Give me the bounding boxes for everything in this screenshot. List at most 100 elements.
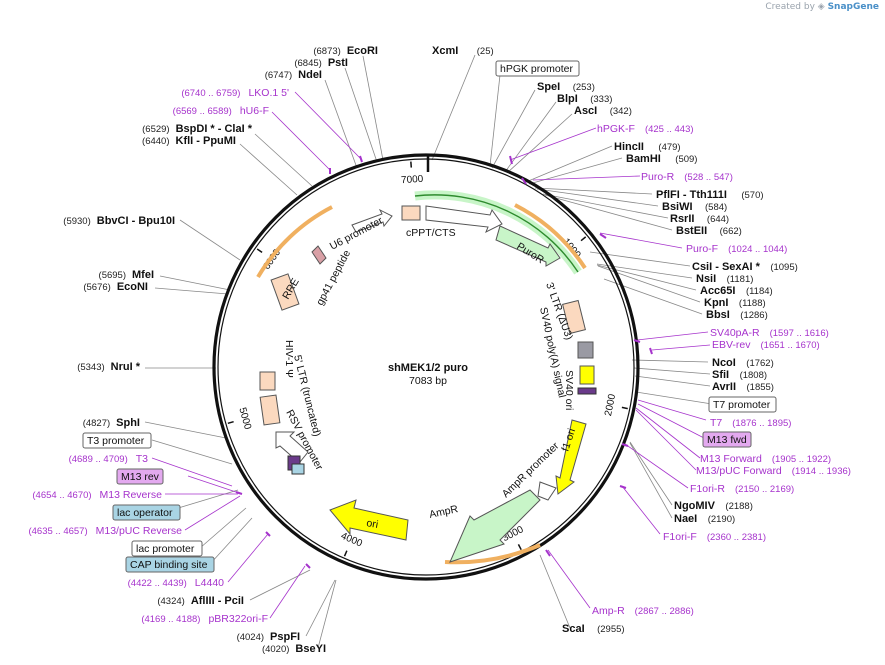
t3-promoter-box [82, 432, 152, 449]
primer-puro-r: Puro-R(528 .. 547) [641, 171, 733, 183]
rsv-promoter-arrow [275, 431, 309, 463]
leader-bsiwi [536, 188, 659, 207]
leader-bseyi [317, 579, 337, 649]
leader-lac-promoter [199, 507, 247, 549]
cppt-arrow [425, 205, 503, 234]
primer-m13-reverse: (4654 .. 4670)M13 Reverse [32, 489, 162, 501]
primer-pbr322ori-f: (4169 .. 4188)pBR322ori-F [141, 613, 268, 625]
leader-ncoi [631, 359, 709, 363]
enzyme-spei: SpeI (253) [537, 77, 595, 94]
leader-sfii [633, 367, 711, 375]
enzyme-sphi: (4827)SphI [83, 417, 140, 429]
leader-pbr322ori-f [269, 565, 306, 619]
leader-sv40pa-r [636, 331, 709, 341]
enzyme-bsteii: BstEII (662) [676, 221, 742, 238]
enzyme-asci: AscI (342) [574, 101, 632, 118]
enzyme-bsiwi: BsiWI (584) [662, 197, 727, 214]
leader-m13rev [187, 475, 237, 493]
primer-m13-forward: M13 Forward(1905 .. 1922) [700, 453, 831, 465]
enzyme-bspdi: (6529)BspDI * - ClaI * [142, 123, 253, 135]
sv40ori-box [579, 365, 595, 385]
leader-naei [629, 442, 673, 519]
leader-bbsi [603, 278, 703, 315]
leader-afliii [249, 569, 311, 601]
lac-operator-label: lac operator [117, 507, 173, 519]
enzyme-kfli: (6440)KflI - PpuMI [142, 135, 236, 147]
enzyme-hincii: HincII (479) [614, 137, 681, 154]
enzyme-nrui: (5343)NruI * [77, 361, 141, 373]
cap-binding-site-box [125, 556, 215, 573]
leader-t3p [151, 439, 233, 465]
m13-fwd-label: M13 fwd [707, 434, 747, 446]
leader-bspdi [254, 133, 313, 187]
leader-scai [539, 554, 571, 629]
tick-mark-6000 [256, 248, 263, 254]
enzyme-sfii: SfiI (1808) [712, 365, 767, 382]
cppt-cts-box [401, 205, 421, 221]
ltr3-box [562, 299, 586, 335]
leader-l4440 [227, 533, 269, 583]
enzyme-pflfi: PflFI - Tth111I (570) [656, 185, 764, 202]
m13-rev-label: M13 rev [121, 471, 160, 483]
t7-promoter-label: T7 promoter [713, 399, 771, 411]
f1-ori-arrow [555, 419, 587, 495]
primer-f1ori-f: F1ori-F(2360 .. 2381) [663, 531, 766, 543]
primer-lko1: (6740 .. 6759)LKO.1 5' [181, 87, 289, 99]
rre-box [270, 273, 300, 311]
primer-m13puc-reverse: (4635 .. 4657)M13/pUC Reverse [28, 525, 182, 537]
orf-highlight-ampr [444, 543, 541, 565]
primer-ebv-rev: EBV-rev(1651 .. 1670) [712, 339, 820, 351]
leader-pflfi [534, 187, 653, 195]
hiv-psi-box [259, 371, 276, 391]
credit-prefix: Created by [765, 2, 815, 12]
leader-hpgk [489, 74, 501, 167]
primer-f1ori-r: F1ori-R(2150 .. 2169) [690, 483, 794, 495]
sv40pa-box [577, 341, 594, 359]
enzyme-mfei: (5695)MfeI [99, 269, 154, 281]
leader-ndei [324, 79, 358, 169]
leader-m13fwd [637, 403, 705, 439]
orf-highlight-puror [514, 203, 587, 270]
primer-m13puc-forward: M13/pUC Forward(1914 .. 1936) [696, 465, 851, 477]
m13-rev-box [116, 468, 164, 485]
leader-m13-forward [635, 407, 701, 459]
sv40-ori-label: SV40 ori [563, 370, 575, 410]
tick-label-7000: 7000 [401, 174, 424, 187]
leader-t7p [635, 391, 713, 405]
leader-asci [506, 113, 573, 174]
plasmid-name: shMEK1/2 puro [388, 362, 468, 374]
tick-label-2000: 2000 [603, 393, 618, 417]
orf-highlight-rre [256, 205, 333, 279]
primer-l4440: (4422 .. 4439)L4440 [128, 577, 225, 589]
tick-mark-1000 [580, 236, 587, 242]
leader-bsteii [544, 194, 673, 231]
leader-rsrii [542, 193, 669, 219]
leader-m13puc-forward [635, 409, 697, 471]
leader-puro-r [532, 175, 641, 181]
snapgene-logo-icon: ◈ [817, 2, 825, 12]
enzyme-avrii: AvrII (1855) [712, 377, 774, 394]
enzyme-csii: CsiI - SexAI * (1095) [692, 257, 798, 274]
enzyme-ncoi: NcoI (1762) [712, 353, 774, 370]
enzyme-pspfi: (4024)PspFI [237, 631, 300, 643]
enzyme-afliii: (4324)AflIII - PciI [157, 595, 244, 607]
backbone-outer [212, 153, 640, 581]
leader-cap [209, 517, 253, 565]
leader-hu6-f [271, 111, 331, 171]
enzyme-bamhi: BamHI (509) [626, 149, 697, 166]
primer-marks [235, 155, 653, 569]
leader-t3 [151, 457, 233, 487]
ampr-arrow [449, 489, 541, 563]
leader-sphi [144, 421, 227, 439]
snapgene-credit: Created by ◈ SnapGene [765, 2, 879, 12]
ltr5-box [259, 394, 281, 426]
leader-ecori [362, 55, 384, 161]
puror-arc-outline [414, 194, 579, 273]
t7-mark [577, 387, 597, 395]
primer-t7: T7(1876 .. 1895) [710, 417, 791, 429]
leader-amp-r [547, 549, 591, 609]
tick-label-4000: 4000 [339, 531, 364, 550]
enzyme-bseyi: (4020)BseYI [262, 643, 326, 655]
hpgk-promoter-label: hPGK promoter [500, 63, 573, 75]
gp41-peptide-box [311, 245, 327, 265]
